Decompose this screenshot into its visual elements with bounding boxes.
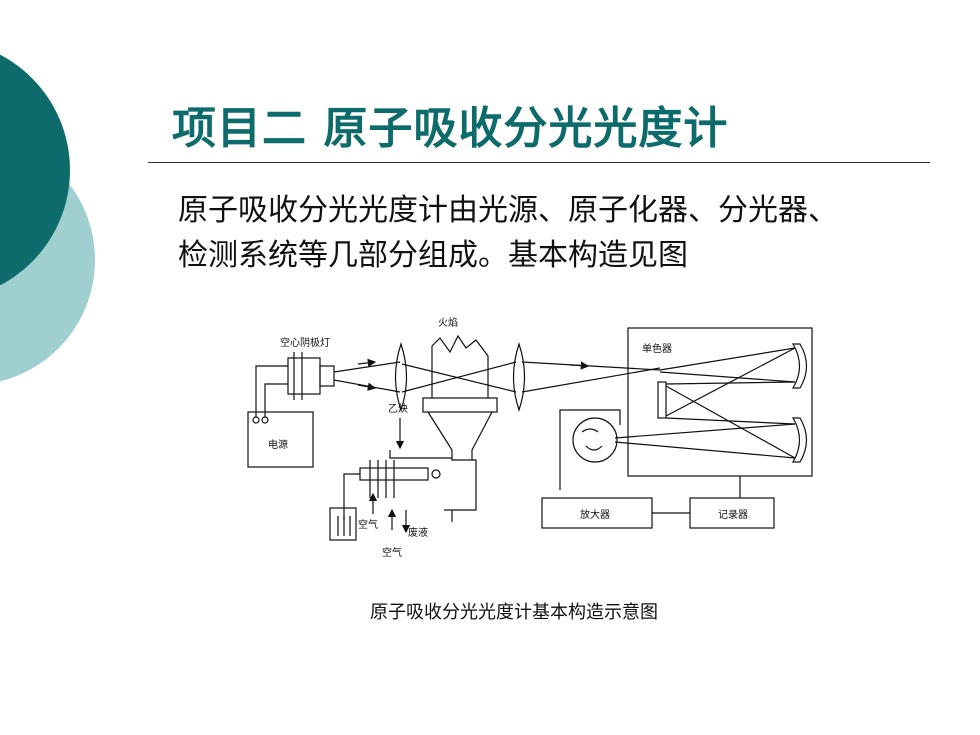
label-amplifier: 放大器 [580,508,610,521]
mirror-lower [791,417,808,463]
label-air-2: 空气 [382,546,402,559]
body-paragraph: 原子吸收分光光度计由光源、原子化器、分光器、 检测系统等几部分组成。基本构造见图 [178,188,918,278]
body-line-2: 检测系统等几部分组成。基本构造见图 [178,238,688,273]
power-supply-box [247,411,314,468]
slit [657,381,667,419]
dark-circle [0,54,70,286]
sample-beaker [329,507,357,541]
burner-head [422,397,498,413]
label-waste: 废液 [408,526,428,539]
label-power: 电源 [268,438,288,451]
label-recorder: 记录器 [718,509,748,521]
figure-caption: 原子吸收分光光度计基本构造示意图 [370,602,658,623]
label-monochromator: 单色器 [642,342,672,355]
label-lamp: 空心阴极灯 [280,336,330,349]
body-line-1: 原子吸收分光光度计由光源、原子化器、分光器、 [178,193,838,228]
label-acetylene: 乙炔 [388,403,408,415]
aas-structure-diagram: 空心阴极灯 火焰 单色器 乙炔 电源 空气 废液 空气 放大器 记录器 [247,316,813,559]
lens-left [394,342,408,412]
lamp-window [319,365,335,387]
photomultiplier [572,417,618,463]
label-air-1: 空气 [358,518,378,531]
lens-right [512,342,526,412]
title-divider [148,162,930,163]
mirror-upper [791,343,808,389]
lamp-body [287,357,321,395]
flame-shape [431,334,489,398]
spray-chamber [427,411,493,461]
label-flame: 火焰 [438,316,458,329]
monochromator-box [627,327,813,477]
slide-title: 项目二 原子吸收分光光度计 [172,103,729,154]
decorative-circles [0,54,95,382]
